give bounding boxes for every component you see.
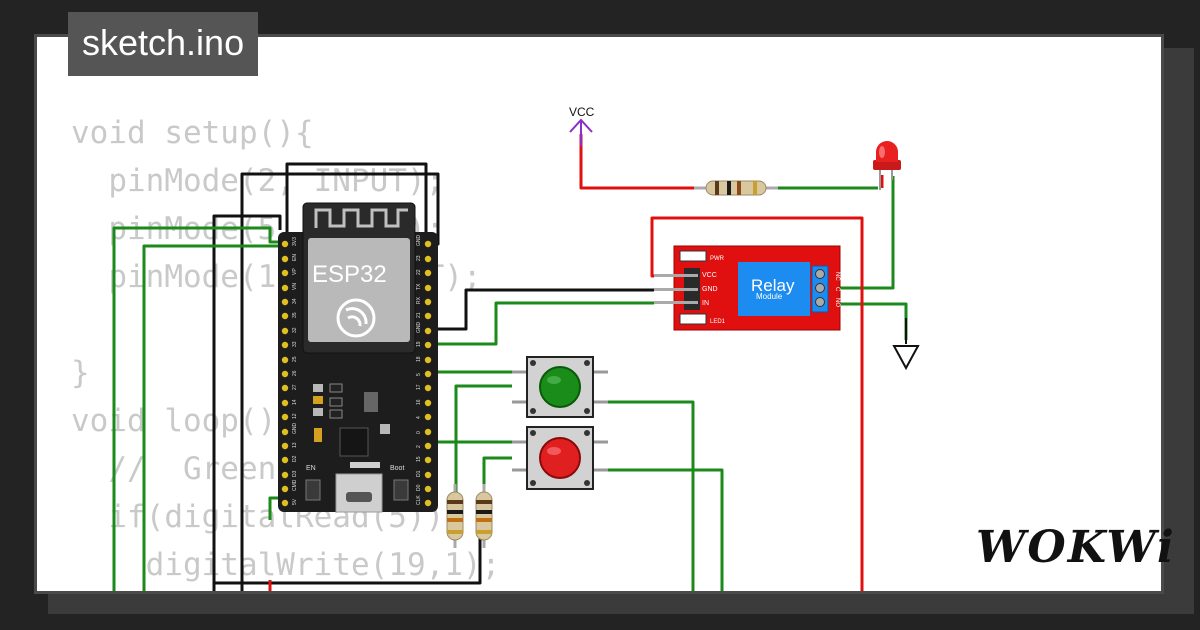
- wire-green: [454, 384, 512, 492]
- esp32-boot-label: Boot: [390, 465, 404, 472]
- wire-black: [214, 530, 482, 585]
- relay-no-label: NO: [834, 298, 840, 307]
- file-tab[interactable]: sketch.ino: [68, 12, 259, 76]
- code-line: void loop(){: [71, 403, 295, 439]
- relay-in-pin-label: IN: [702, 300, 709, 307]
- esp32-board[interactable]: 3V3 EN VP VN 34 35 32 33 25 26 27 14 12 …: [278, 202, 438, 513]
- wire-green: [112, 226, 284, 591]
- wire-red: [650, 216, 864, 591]
- wire-green: [826, 176, 895, 290]
- relay-c-label: C: [834, 287, 840, 292]
- svg-text:26: 26: [292, 370, 298, 376]
- svg-text:D2: D2: [292, 455, 298, 462]
- svg-text:GND: GND: [416, 235, 422, 247]
- svg-text:D0: D0: [416, 484, 422, 491]
- esp32-pin-header-left: [281, 240, 289, 507]
- usb-port-icon: [335, 473, 383, 513]
- wire-green: [482, 456, 512, 492]
- svg-text:25: 25: [292, 356, 298, 362]
- svg-text:GND: GND: [292, 423, 298, 435]
- wire-black: [285, 162, 428, 244]
- relay-pwr-label: PWR: [710, 256, 725, 262]
- esp32-left-pin-labels: 3V3 EN VP VN 34 35 32 33 25 26 27 14 12 …: [292, 237, 298, 505]
- red-pushbutton[interactable]: [512, 426, 608, 490]
- svg-text:13: 13: [292, 442, 298, 448]
- svg-text:22: 22: [416, 269, 422, 275]
- svg-text:EN: EN: [292, 254, 298, 261]
- code-line: pinMode(2, INPUT);: [71, 163, 445, 199]
- wire-red: [579, 134, 700, 190]
- wire-green: [608, 400, 695, 591]
- svg-text:5V: 5V: [292, 498, 298, 505]
- wire-black: [212, 214, 282, 591]
- svg-text:14: 14: [292, 399, 298, 405]
- relay-vcc-pin-label: VCC: [702, 272, 717, 279]
- ground-symbol[interactable]: [892, 318, 920, 371]
- svg-text:D3: D3: [292, 470, 298, 477]
- esp32-right-pin-labels: GND 23 22 TX RX 21 GND 19 18 5 17 16 4 0…: [416, 235, 422, 506]
- svg-text:15: 15: [416, 456, 422, 462]
- svg-text:32: 32: [292, 327, 298, 333]
- esp32-en-label: EN: [306, 465, 316, 472]
- svg-text:TX: TX: [416, 283, 422, 290]
- svg-text:33: 33: [292, 341, 298, 347]
- svg-text:CMD: CMD: [292, 479, 298, 491]
- wires: [112, 134, 908, 591]
- svg-text:17: 17: [416, 384, 422, 390]
- resistor-vcc[interactable]: [694, 180, 778, 196]
- svg-text:34: 34: [292, 298, 298, 304]
- red-led[interactable]: [873, 141, 901, 190]
- svg-text:27: 27: [292, 384, 298, 390]
- esp32-pin-header-right: [424, 240, 432, 507]
- svg-text:23: 23: [416, 255, 422, 261]
- svg-text:4: 4: [416, 416, 422, 419]
- code-line: digitalWrite(19,1);: [71, 547, 501, 583]
- wire-green: [428, 301, 654, 346]
- code-line: void setup(){: [71, 115, 314, 151]
- relay-module[interactable]: PWR LED1 VCC GND IN Relay Module NC C NO: [654, 245, 841, 331]
- wokwi-logo: WOKWi: [976, 522, 1176, 573]
- relay-subtitle: Module: [756, 292, 783, 301]
- svg-text:2: 2: [416, 445, 422, 448]
- svg-text:12: 12: [292, 413, 298, 419]
- resistor-pulldown-1[interactable]: [446, 484, 464, 548]
- svg-text:5: 5: [416, 373, 422, 376]
- wire-black: [428, 288, 654, 331]
- svg-text:CLK: CLK: [416, 495, 422, 505]
- relay-led1-label: LED1: [710, 319, 726, 325]
- svg-text:VN: VN: [292, 283, 298, 290]
- relay-title: Relay: [751, 276, 795, 295]
- wire-green: [608, 468, 724, 591]
- svg-text:GND: GND: [416, 322, 422, 334]
- svg-text:3V3: 3V3: [292, 237, 298, 246]
- resistor-pulldown-2[interactable]: [475, 484, 493, 548]
- svg-text:0: 0: [416, 431, 422, 434]
- green-pushbutton[interactable]: [512, 356, 608, 418]
- svg-text:RX: RX: [416, 296, 422, 304]
- vcc-label: VCC: [569, 105, 595, 119]
- svg-text:16: 16: [416, 399, 422, 405]
- svg-text:35: 35: [292, 312, 298, 318]
- svg-text:D1: D1: [416, 470, 422, 477]
- svg-text:VP: VP: [292, 268, 298, 275]
- relay-gnd-pin-label: GND: [702, 286, 718, 293]
- svg-text:19: 19: [416, 341, 422, 347]
- espressif-logo-icon: [336, 298, 376, 338]
- svg-text:21: 21: [416, 312, 422, 318]
- code-line: }: [71, 355, 90, 391]
- wire-green: [142, 244, 284, 591]
- relay-nc-label: NC: [834, 272, 840, 281]
- svg-text:18: 18: [416, 356, 422, 362]
- vcc-symbol[interactable]: VCC: [569, 105, 595, 146]
- esp32-chip-label: ESP32: [312, 261, 387, 288]
- code-line: // Green: [71, 451, 277, 487]
